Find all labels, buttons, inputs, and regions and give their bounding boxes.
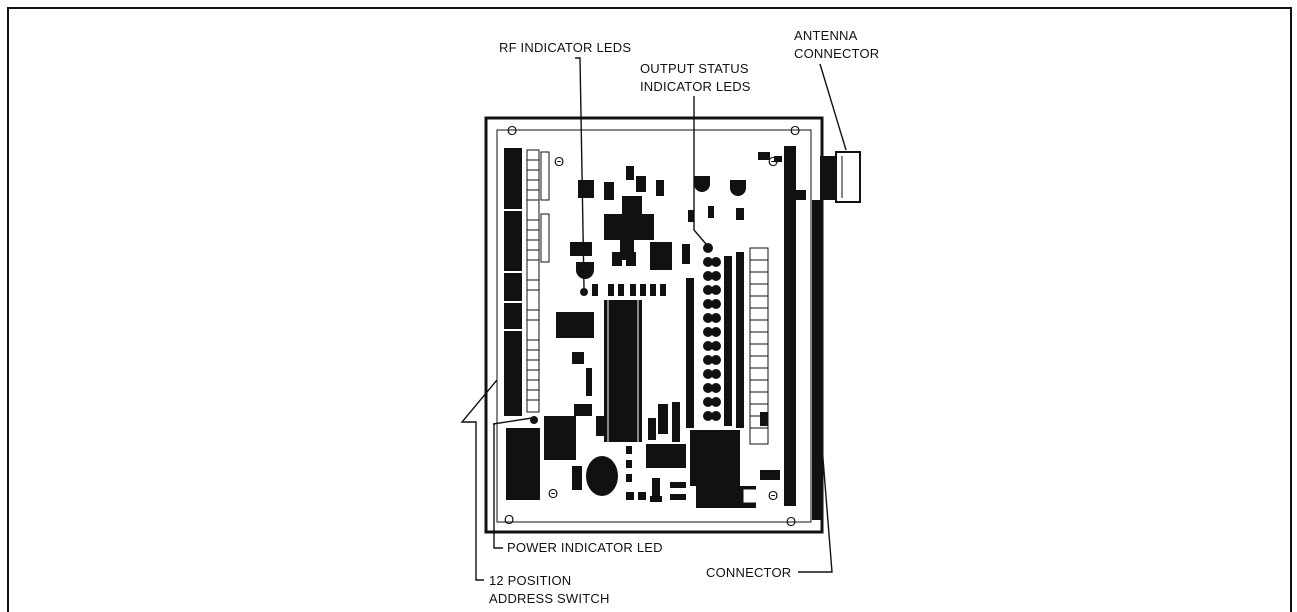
screw-tr: Θ xyxy=(768,154,778,169)
capacitor xyxy=(586,456,618,496)
screw-br: Θ xyxy=(768,488,778,503)
mount-hole-br: O xyxy=(786,514,796,529)
rf-leds-leader xyxy=(575,57,585,289)
output-status-leader xyxy=(693,96,707,245)
connector-label: CONNECTOR xyxy=(706,565,791,580)
antenna-label-line2: CONNECTOR xyxy=(794,46,879,61)
output-status-leds xyxy=(703,243,721,421)
antenna-leader xyxy=(819,63,847,151)
left-terminal-strip xyxy=(504,148,522,416)
output-status-label-line1: OUTPUT STATUS xyxy=(640,61,749,76)
antenna-connector xyxy=(820,151,861,203)
pcb-board xyxy=(496,129,822,523)
figure-frame xyxy=(7,7,1292,612)
antenna-label-line1: ANTENNA xyxy=(794,28,858,43)
rf-indicator-leds-label: RF INDICATOR LEDS xyxy=(499,40,631,55)
rf-indicator-led xyxy=(580,288,588,296)
mount-hole-bl: O xyxy=(504,512,514,527)
power-led-leader xyxy=(493,424,503,549)
mount-hole-tl: O xyxy=(507,123,517,138)
screw-bl: Θ xyxy=(548,486,558,501)
mount-hole-tr: O xyxy=(790,123,800,138)
connector-leader xyxy=(798,445,833,573)
address-switch-dip xyxy=(526,149,550,413)
address-switch-label-line2: ADDRESS SWITCH xyxy=(489,591,610,606)
power-led-leader-a xyxy=(492,417,533,425)
power-indicator-led xyxy=(530,416,538,424)
output-status-label-line2: INDICATOR LEDS xyxy=(640,79,751,94)
board-edge-connector xyxy=(784,146,796,506)
microcontroller-chip xyxy=(604,300,642,442)
output-terminal-block xyxy=(749,247,769,445)
address-switch-label-line1: 12 POSITION xyxy=(489,573,571,588)
power-indicator-led-label: POWER INDICATOR LED xyxy=(507,540,663,555)
address-switch-leader xyxy=(460,379,498,581)
screw-tl: Θ xyxy=(554,154,564,169)
